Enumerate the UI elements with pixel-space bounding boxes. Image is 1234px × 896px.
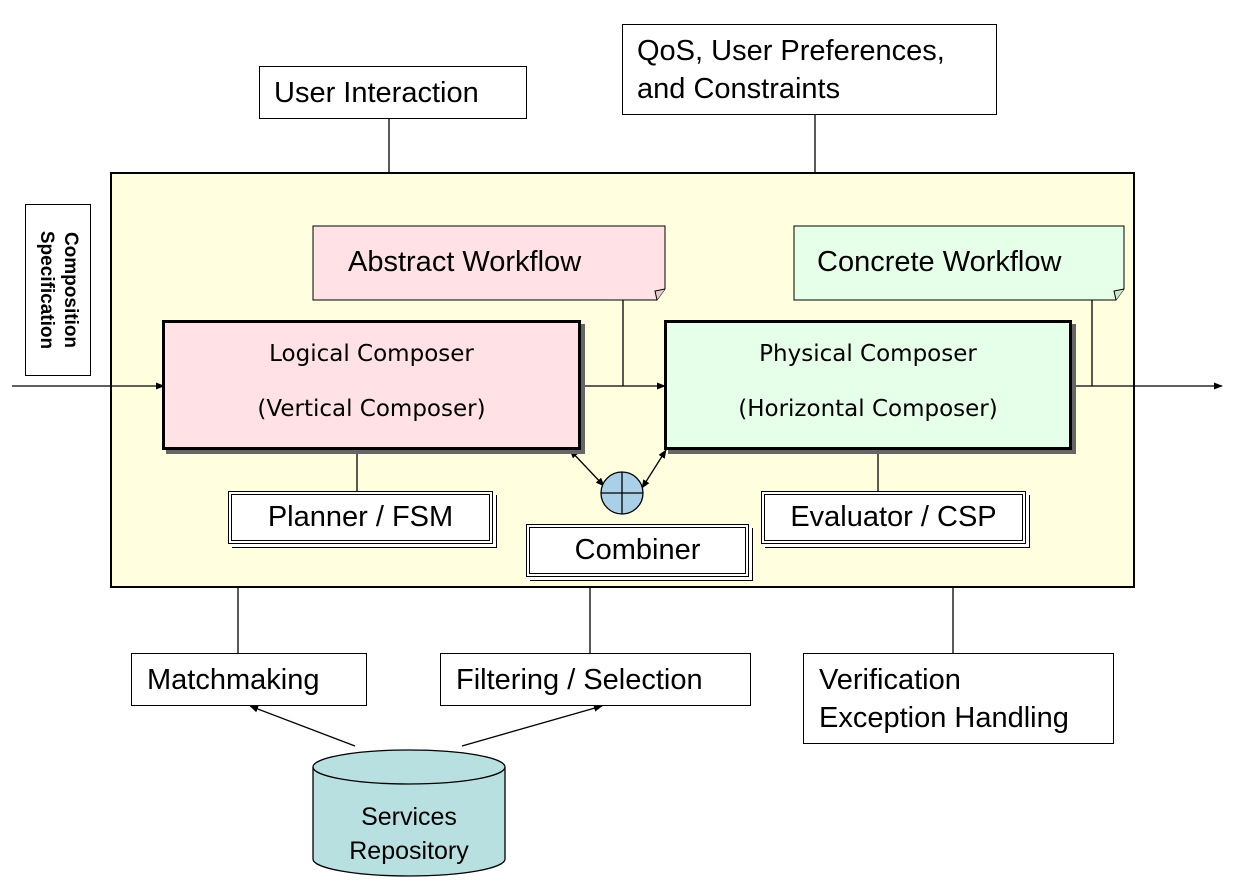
combiner-node-icon — [600, 471, 644, 515]
user-interaction-box: User Interaction — [259, 66, 527, 119]
services-repository-label: Services Repository — [313, 800, 505, 868]
concrete-workflow-note — [793, 225, 1125, 301]
verification-box: Verification Exception Handling — [803, 653, 1114, 744]
repository-to-matchmaking-arrow — [249, 705, 356, 747]
matchmaking-label: Matchmaking — [147, 663, 320, 696]
abstract-workflow-note — [312, 225, 666, 301]
repository-to-filtering-arrow — [461, 704, 603, 747]
matchmaking-box: Matchmaking — [131, 653, 367, 706]
qos-preferences-box: QoS, User Preferences, and Constraints — [622, 24, 997, 115]
services-repository-cylinder — [312, 749, 506, 877]
concrete-workflow-label: Concrete Workflow — [817, 246, 1062, 278]
physical-composer-subtitle: (Horizontal Composer) — [738, 396, 998, 422]
evaluator-csp-box: Evaluator / CSP — [761, 491, 1026, 544]
evaluator-csp-label: Evaluator / CSP — [790, 501, 997, 533]
combiner-to-logical-arrow — [569, 449, 605, 487]
logical-composer: Logical Composer (Vertical Composer) — [162, 320, 581, 450]
combiner-to-physical-arrow — [641, 449, 667, 489]
logical-composer-title: Logical Composer — [269, 341, 474, 367]
combiner-label: Combiner — [574, 534, 701, 566]
combiner-box: Combiner — [526, 524, 749, 577]
verification-label-line2: Exception Handling — [819, 701, 1069, 734]
composition-label-line2: Specification — [36, 230, 57, 350]
composition-label-line1: Composition — [60, 231, 81, 349]
repository-label-line1: Services — [361, 803, 457, 831]
repository-label-line2: Repository — [349, 837, 469, 865]
physical-composer: Physical Composer (Horizontal Composer) — [664, 320, 1072, 450]
composition-specification-box — [25, 204, 91, 376]
composition-specification-label: Composition Specification — [34, 231, 82, 349]
qos-label-line1: QoS, User Preferences, — [637, 34, 945, 67]
user-interaction-label: User Interaction — [274, 76, 479, 109]
abstract-workflow-label: Abstract Workflow — [348, 246, 582, 278]
planner-fsm-box: Planner / FSM — [228, 491, 493, 544]
qos-label-line2: and Constraints — [637, 72, 841, 105]
planner-fsm-label: Planner / FSM — [267, 501, 454, 533]
logical-composer-subtitle: (Vertical Composer) — [257, 396, 486, 422]
verification-label-line1: Verification — [819, 663, 961, 696]
physical-composer-title: Physical Composer — [759, 341, 977, 367]
filtering-selection-box: Filtering / Selection — [440, 653, 751, 706]
filtering-selection-label: Filtering / Selection — [456, 663, 703, 696]
